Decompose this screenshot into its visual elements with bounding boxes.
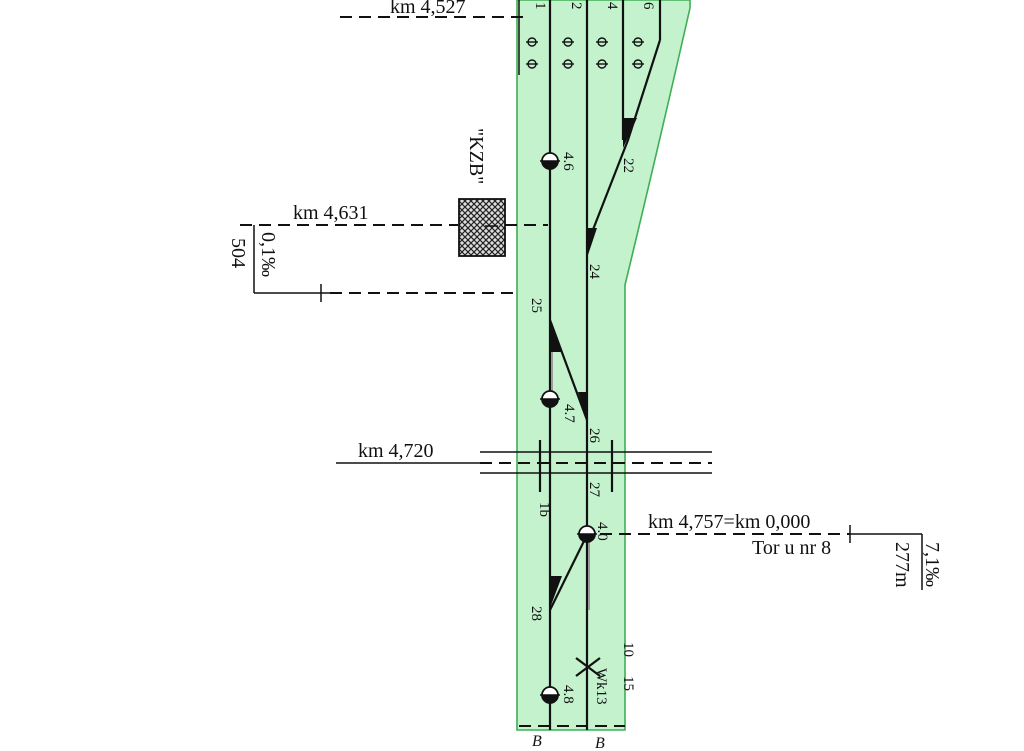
diverging-track-22 xyxy=(585,39,662,246)
track-number-1: 1 xyxy=(532,2,548,10)
signal-4-7-icon xyxy=(540,390,560,408)
switch-26-label: 26 xyxy=(586,428,602,444)
switch-24-label: 24 xyxy=(586,264,602,280)
switch-25-frog xyxy=(550,318,562,352)
km-4631-label: km 4,631 xyxy=(293,202,369,224)
gradient-left-length: 504 xyxy=(227,238,249,268)
footer-mark-b1: B xyxy=(532,733,542,750)
track-number-1b: 1b xyxy=(536,502,552,517)
switch-24-frog xyxy=(587,228,597,258)
stop-block-mark-2 xyxy=(575,657,601,677)
km-4757-label: km 4,757=km 0,000 xyxy=(648,511,810,533)
gradient-right-value: 7,1‰ xyxy=(921,542,943,587)
signal-4-7-label: 4.7 xyxy=(561,404,577,423)
track-number-2: 2 xyxy=(568,2,584,10)
track-number-6: 6 xyxy=(640,2,656,10)
switch-28-frog xyxy=(550,576,562,608)
mark-15-label: 15 xyxy=(620,676,636,691)
station-area xyxy=(516,0,691,731)
switch-22-frog xyxy=(623,118,637,148)
footer-mark-b2: B xyxy=(595,735,605,751)
switch-26-frog xyxy=(578,392,587,420)
gradient-left-value: 0,1‰ xyxy=(257,232,279,277)
signal-4-6-icon xyxy=(540,152,560,170)
gradient-right-length: 277m xyxy=(891,542,913,588)
signal-4-8-icon xyxy=(540,686,560,704)
block-symbols-row xyxy=(526,37,644,69)
switch-27-label: 27 xyxy=(586,482,602,498)
mark-10-label: 10 xyxy=(620,642,636,657)
switch-28-label: 28 xyxy=(528,606,544,621)
switch-25-label: 25 xyxy=(528,298,544,313)
stop-block-label: Wk13 xyxy=(593,668,609,705)
signal-4-0-icon xyxy=(577,525,597,543)
track-number-4: 4 xyxy=(604,2,620,10)
km-4720-label: km 4,720 xyxy=(358,440,434,462)
kzb-label: "KZB" xyxy=(465,128,487,184)
signal-4-0-label: 4.0 xyxy=(594,522,610,541)
signal-4-8-label: 4.8 xyxy=(560,685,576,704)
track-8-label: Tor u nr 8 xyxy=(752,537,831,559)
switch-22-label: 22 xyxy=(620,158,636,173)
diverging-track-28 xyxy=(549,534,588,611)
signal-4-6-label: 4.6 xyxy=(560,152,576,171)
kzb-building-icon xyxy=(458,198,506,257)
km-4527-label: km 4,527 xyxy=(390,0,466,18)
